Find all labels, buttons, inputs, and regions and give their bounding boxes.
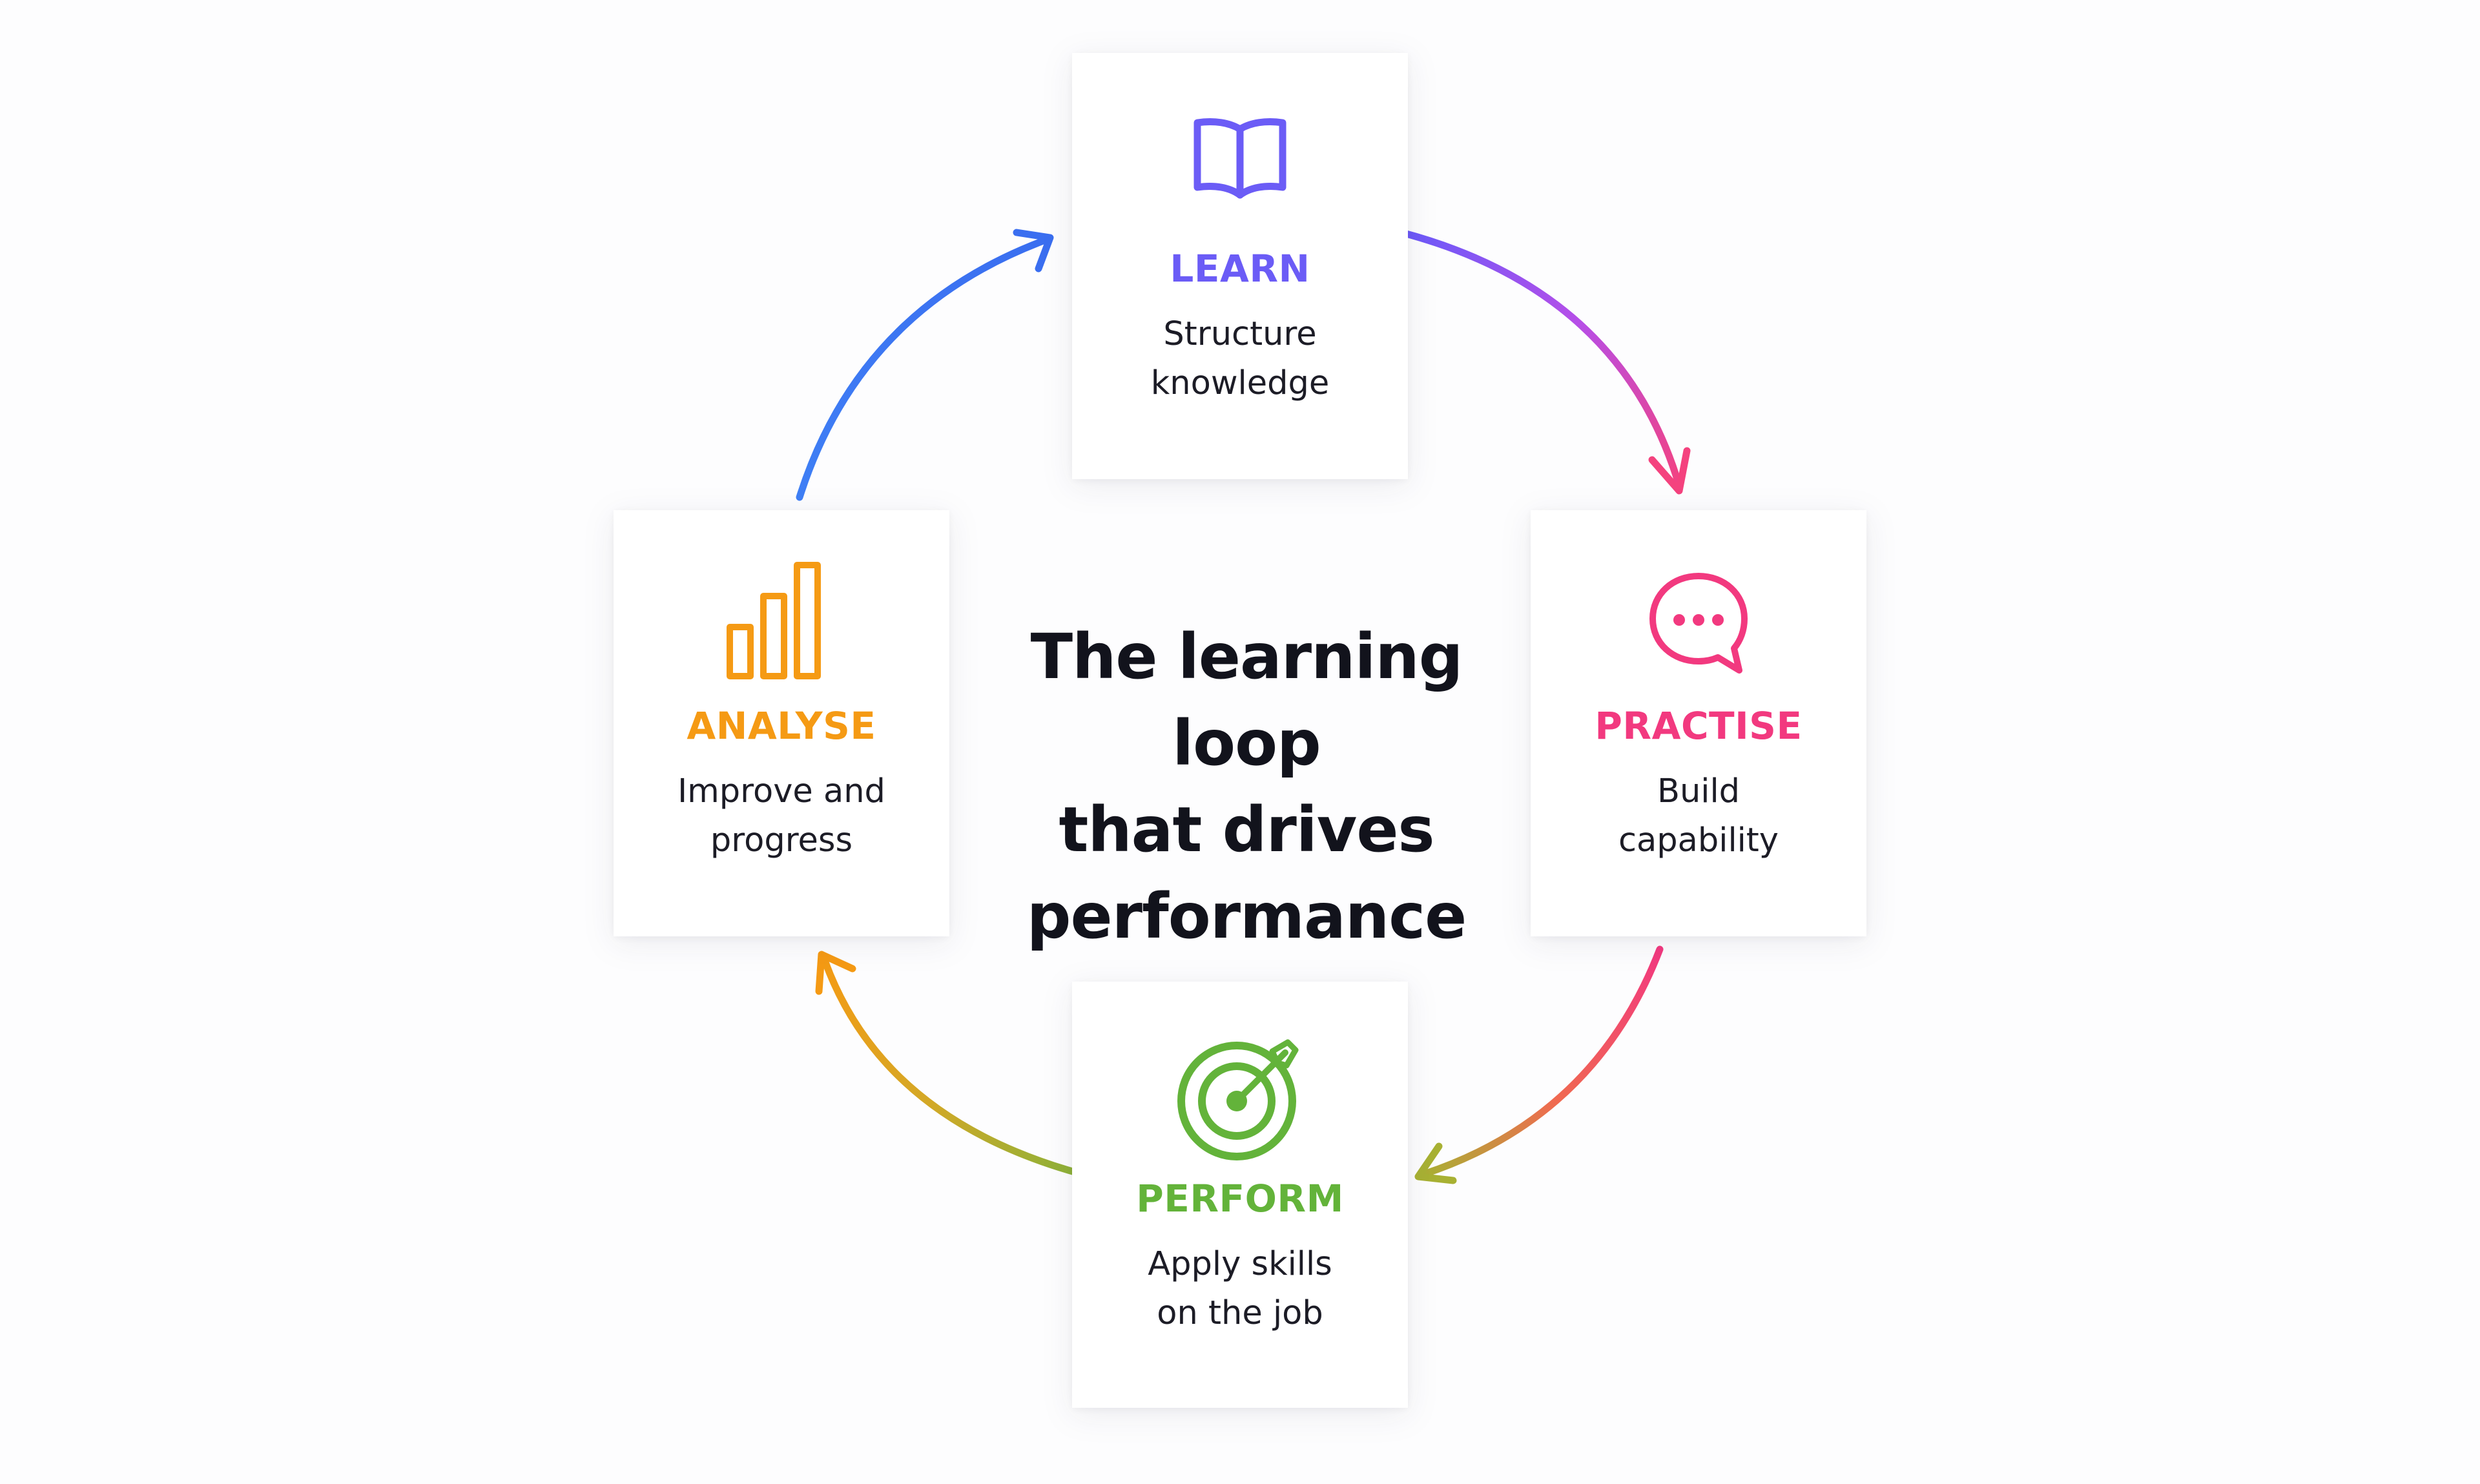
learn-description-line1: Structure (1163, 315, 1317, 353)
arrowhead-perform (1414, 1142, 1457, 1184)
node-learn: LEARN Structure knowledge (1072, 53, 1408, 479)
arrow-analyse-to-learn (796, 236, 1049, 501)
arrowhead-learn (1013, 229, 1054, 273)
analyse-description-line2: progress (710, 821, 853, 860)
practise-label: PRACTISE (1595, 704, 1803, 748)
bar-chart-icon (727, 562, 821, 679)
learn-label: LEARN (1170, 247, 1310, 291)
perform-description-line1: Apply skills (1148, 1245, 1332, 1283)
practise-description-line1: Build (1657, 772, 1741, 810)
chat-bubble-icon (1649, 573, 1748, 674)
perform-label: PERFORM (1136, 1177, 1344, 1221)
target-icon (1177, 1039, 1299, 1160)
diagram-title-line3: performance (1026, 880, 1467, 953)
learn-description-line2: knowledge (1150, 364, 1330, 402)
arrow-perform-to-analyse (822, 958, 1095, 1180)
node-perform: PERFORM Apply skills on the job (1072, 982, 1408, 1408)
arrowhead-analyse (815, 951, 856, 995)
diagram-title-line2: that drives (1059, 794, 1434, 866)
diagram-title-line1: The learning loop (1030, 621, 1463, 779)
arrowhead-practise (1648, 447, 1691, 495)
analyse-label: ANALYSE (687, 704, 876, 748)
diagram-title: The learning loop that drives performanc… (956, 613, 1537, 960)
node-analyse: ANALYSE Improve and progress (614, 510, 949, 936)
node-practise: PRACTISE Build capability (1531, 510, 1866, 936)
practise-description-line2: capability (1618, 821, 1779, 860)
arrow-practise-to-perform (1420, 945, 1664, 1178)
perform-description-line2: on the job (1157, 1294, 1323, 1332)
open-book-icon (1194, 118, 1286, 199)
arrow-learn-to-practise (1398, 229, 1683, 490)
analyse-description-line1: Improve and (677, 772, 885, 810)
